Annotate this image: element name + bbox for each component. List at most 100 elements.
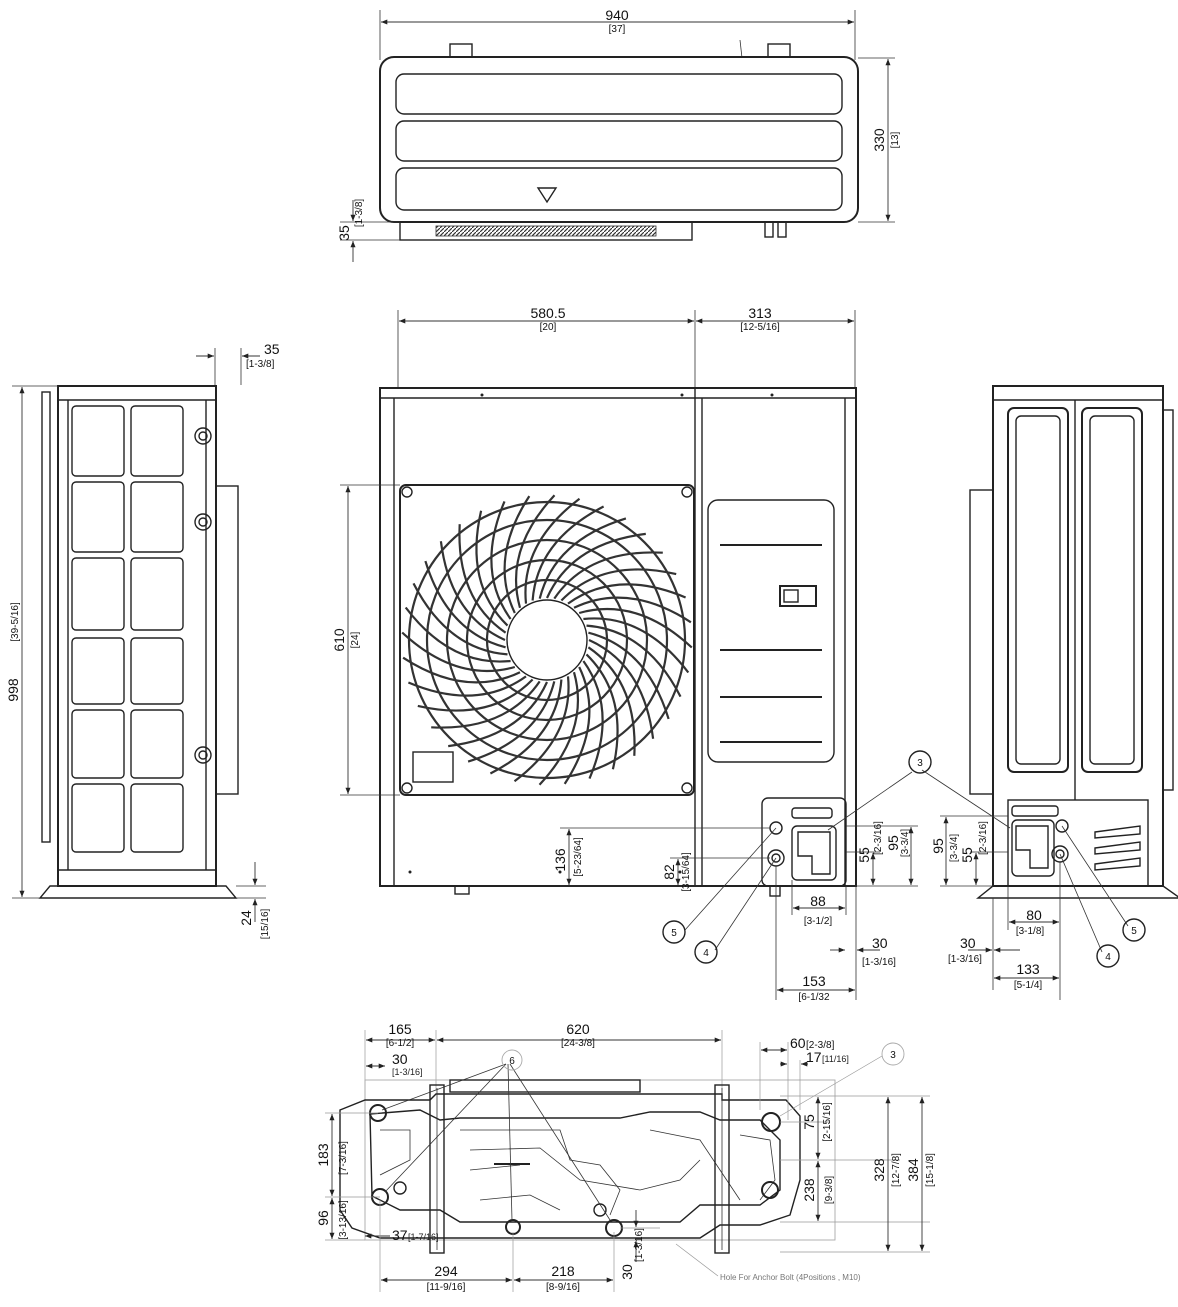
bottom-17-dim: 17 [806,1049,822,1065]
right-port-30-dim: 30 [960,935,976,951]
port-30-dim: 30 [872,935,888,951]
top-width-dim: 940 [605,7,629,23]
fan-blade [588,631,670,720]
handle-icon [779,585,817,607]
left-foot-dim: 24 [238,910,254,926]
callout-3-bottom [881,1042,905,1066]
svg-text:6: 6 [509,1056,515,1067]
fan-blade [578,607,693,649]
front-left-width-dim: 580.5 [530,305,565,321]
port-30-dim-in: [1-3/16] [862,957,896,968]
svg-text:3: 3 [890,1050,896,1061]
right-port-133-dim: 133 [1016,961,1040,977]
right-port-95-dim: 95 [930,838,946,854]
fan-blade [407,675,527,697]
port-height-82-dim-in: [3-15/64] [681,852,692,892]
right-port-55-dim-in: [2-3/16] [978,821,989,855]
svg-text:5: 5 [671,928,677,939]
fan-blade [585,653,619,770]
fan-blade [404,606,511,663]
fan-blade [412,582,508,656]
bottom-30b-dim-in: [1-3/16] [634,1228,645,1262]
fan-grille [399,484,695,796]
fan-blade [573,596,692,624]
port-95-dim: 95 [885,835,901,851]
left-foot-dim-in: [15/16] [260,908,271,939]
bottom-17-dim-in: [11/16] [822,1054,849,1064]
bottom-60-dim: 60 [790,1035,806,1051]
right-port-80-dim-in: [3-1/8] [1016,926,1045,937]
right-port-55-dim: 55 [959,847,975,863]
bottom-37-dim: 37 [392,1227,408,1243]
anchor-hole-icon [761,1181,779,1199]
bottom-620-dim: 620 [566,1021,590,1037]
bottom-view: 165 [6-1/2] 620 [24-3/8] 30 [1-3/16] [315,1021,936,1293]
left-height-dim: 998 [5,678,21,702]
fan-hub [506,599,588,681]
bottom-328-dim: 328 [871,1158,887,1182]
bottom-218-dim-in: [8-9/16] [546,1282,580,1293]
bottom-620-dim-in: [24-3/8] [561,1038,595,1049]
bottom-165-dim: 165 [388,1021,412,1037]
fan-height-dim-in: [24] [350,631,361,648]
front-port-area [761,797,847,887]
fan-blade [586,624,682,698]
port-88-dim: 88 [810,893,826,909]
bottom-183-dim: 183 [315,1143,331,1167]
fan-blade [582,660,604,780]
fan-blade [538,517,627,599]
bottom-384-dim: 384 [905,1158,921,1182]
bottom-75-dim: 75 [801,1114,817,1130]
bottom-238-dim-in: [9-3/8] [824,1176,835,1205]
right-port-95-dim-in: [3-3/4] [949,834,960,863]
fan-blade [467,681,556,763]
fan-blade [583,617,690,674]
left-top-offset-dim-in: [1-3/8] [246,359,275,370]
top-depth-dim: 330 [871,128,887,152]
fan-blade [538,671,580,786]
svg-text:4: 4 [1105,952,1111,963]
fan-blade [417,678,534,712]
right-port-30-dim-in: [1-3/16] [948,954,982,965]
fan-blade [489,679,563,775]
callout-5-right [1122,918,1146,942]
fan-blade [401,631,516,673]
fan-blade [448,681,549,748]
left-side-grille-panels [71,405,184,853]
bottom-30b-dim: 30 [619,1264,635,1280]
callout-4-right [1096,944,1120,968]
top-base-offset-dim-in: [1-3/8] [354,199,365,228]
port-153-dim: 153 [802,973,826,989]
front-control-panel [707,499,835,763]
bottom-238-dim: 238 [801,1178,817,1202]
svg-text:3: 3 [917,758,923,769]
bottom-75-dim-in: [2-15/16] [822,1102,833,1142]
svg-text:4: 4 [703,948,709,959]
bottom-294-dim: 294 [434,1263,458,1279]
service-valve-icon [194,746,212,764]
fan-blade [439,541,506,642]
port-153-dim-in: [6-1/32 [798,992,830,1003]
right-port-133-dim-in: [5-1/4] [1014,980,1043,991]
anchor-hole-icon [761,1112,781,1132]
fan-blade [431,680,541,729]
fan-blade [503,495,531,614]
callout-4 [694,940,718,964]
bottom-37-dim-in: [1-7/16] [408,1232,439,1242]
fan-blade [513,676,570,783]
fan-blade [560,568,677,602]
front-view: 580.5 [20] 313 [12-5/16] [331,305,932,1003]
fan-blade [490,500,512,620]
service-valve-icon [194,427,212,445]
port-55-dim-in: [2-3/16] [873,821,884,855]
svg-text:5: 5 [1131,926,1137,937]
callout-6 [501,1049,523,1071]
bottom-165-dim-in: [6-1/2] [386,1038,415,1049]
left-height-dim-in: [39-5/16] [10,602,21,642]
port-95-dim-in: [3-3/4] [900,829,911,858]
fan-blade [458,524,507,634]
top-width-dim-in: [37] [609,24,626,35]
fan-blade [587,646,636,756]
bottom-60-dim-in: [2-3/8] [806,1040,835,1051]
port-88-dim-in: [3-1/2] [804,916,833,927]
